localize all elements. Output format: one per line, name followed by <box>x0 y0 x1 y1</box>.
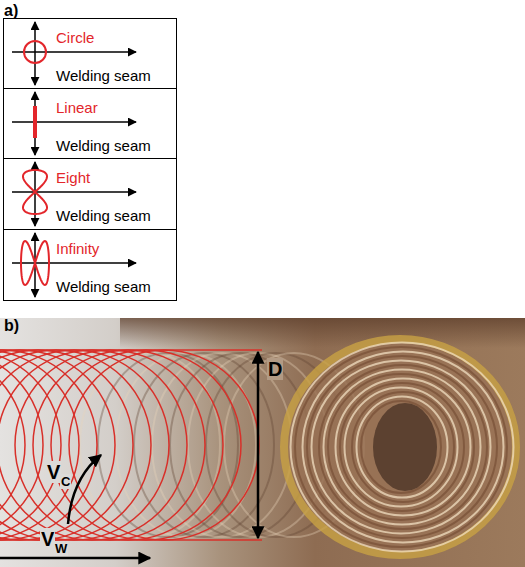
weld-crater-ripple <box>303 352 504 543</box>
welding-speed-arrow <box>0 557 150 560</box>
weld-crater-ripple <box>340 383 464 511</box>
pattern-name: Circle <box>56 30 94 45</box>
seam-axis <box>12 262 136 264</box>
pattern-name: Linear <box>56 100 98 115</box>
oscillation-circle <box>15 350 205 540</box>
transverse-axis <box>34 22 36 85</box>
axis-label: Welding seam <box>56 208 151 223</box>
pattern-box: CircleWelding seam <box>3 18 177 89</box>
pattern-box: EightWelding seam <box>3 158 177 230</box>
weld-crater-ring <box>284 339 516 555</box>
weld-crater-ripple <box>361 401 441 493</box>
linear-path <box>33 106 37 138</box>
plate-shadow <box>120 318 525 348</box>
oscillation-circle <box>69 350 259 540</box>
oscillation-circle <box>0 350 79 540</box>
pattern-box: LinearWelding seam <box>3 88 177 159</box>
oscillation-circles <box>0 350 259 540</box>
oscillation-circle <box>0 350 25 540</box>
axis-label: Welding seam <box>56 68 151 83</box>
oscillation-circle <box>33 350 223 540</box>
pattern-name: Eight <box>56 170 90 185</box>
weld-crater-ripple <box>352 392 454 502</box>
infinity-path <box>21 241 49 285</box>
seam-edge <box>0 349 262 351</box>
velocity-subscript: C <box>60 474 71 489</box>
weld-crater-center <box>373 403 437 491</box>
weld-crater-ripple <box>345 388 458 507</box>
oscillation-circle <box>0 350 169 540</box>
oscillation-circle <box>0 350 115 540</box>
panel-label: a) <box>4 3 18 19</box>
weld-crater-ripple <box>291 343 514 552</box>
bead-ripple <box>152 353 292 537</box>
pattern-box: InfinityWelding seam <box>3 229 177 301</box>
bead-ripple <box>116 353 256 537</box>
weld-photo <box>0 318 525 567</box>
axis-label: Welding seam <box>56 279 151 294</box>
weld-crater-ripple <box>295 347 507 547</box>
weld-bead <box>80 339 516 555</box>
weld-crater-ripple <box>312 361 491 534</box>
weld-crater-ripple <box>328 374 474 520</box>
axis-label: Welding seam <box>56 138 151 153</box>
weld-crater-ripple <box>357 397 448 498</box>
dimension-label: D <box>267 358 283 380</box>
panel-label: b) <box>4 318 19 334</box>
oscillation-circle <box>0 350 133 540</box>
bead-ripple <box>98 353 238 537</box>
weld-crater-ripple <box>319 365 487 529</box>
eight-path <box>23 170 47 214</box>
transverse-axis <box>34 92 36 155</box>
oscillation-circle <box>51 350 241 540</box>
circular-speed-arrow <box>68 455 101 524</box>
velocity-subscript: W <box>54 541 68 556</box>
circle-path <box>24 41 46 63</box>
oscillation-circle <box>0 350 187 540</box>
weld-crater-ripple <box>336 379 471 516</box>
seam-axis <box>12 121 136 123</box>
bead-ripple <box>80 353 220 537</box>
weld-crater-ripple <box>307 356 497 538</box>
oscillation-circle <box>0 350 151 540</box>
pattern-name: Infinity <box>56 241 99 256</box>
weld-crater-ripple <box>324 370 481 525</box>
seam-axis <box>12 51 136 53</box>
seam-axis <box>12 191 136 193</box>
bead-ripple <box>134 353 274 537</box>
width-arrow <box>257 352 260 538</box>
transverse-axis <box>34 162 36 226</box>
pattern-symbols <box>12 22 136 297</box>
